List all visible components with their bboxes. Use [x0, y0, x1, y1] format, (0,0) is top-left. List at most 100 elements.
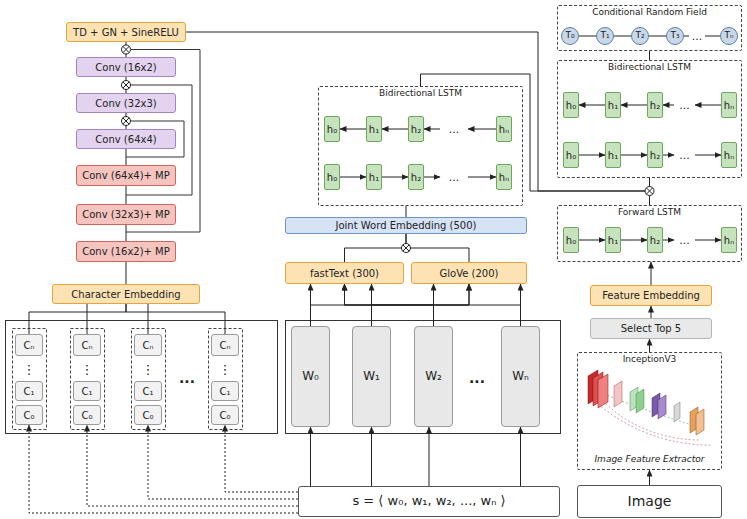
- crf-node: T₂: [631, 27, 649, 45]
- node-label: fastText (300): [310, 268, 379, 279]
- node-label: h₂: [650, 100, 660, 111]
- layer-slab: [598, 374, 608, 408]
- char-box: C₀: [211, 405, 239, 425]
- connector: [621, 155, 647, 156]
- node-label: Bidirectional LSTM: [558, 63, 741, 73]
- lstm-panel: Forward LSTMh₀h₁h₂hₙ: [557, 205, 742, 262]
- node-label: h₁: [369, 124, 379, 135]
- conv-box: Conv (32x3): [76, 93, 176, 113]
- sequence-stroke: [695, 240, 721, 241]
- node-label: h₀: [327, 172, 337, 183]
- word-box: Wₙ: [501, 326, 540, 427]
- node-label: h₁: [608, 100, 618, 111]
- layer-slab: [674, 402, 680, 422]
- connector: [579, 155, 605, 156]
- connector: [651, 262, 652, 285]
- connector: [406, 234, 469, 262]
- sequence-stroke: [695, 105, 721, 106]
- cnn-illustration: [588, 370, 712, 445]
- node-label: C₁: [220, 386, 231, 397]
- connector: [649, 51, 650, 60]
- character-column: [209, 329, 243, 430]
- node-label: Forward LSTM: [558, 208, 741, 218]
- node-label: hₙ: [724, 235, 734, 246]
- ellipsis-label: ⋮: [81, 363, 94, 376]
- char-box: C₁: [211, 381, 239, 401]
- connector: [87, 425, 298, 506]
- crf-node: T₁: [596, 27, 614, 45]
- lstm-cell: h₂: [647, 227, 663, 253]
- node-label: W₂: [425, 370, 442, 383]
- lstm-cell: h₁: [605, 142, 621, 168]
- lstm-cell: h₀: [324, 164, 340, 190]
- lstm-cell: hₙ: [496, 116, 512, 142]
- lstm-cell: hₙ: [721, 227, 737, 253]
- character-column: [132, 329, 166, 430]
- ellipsis-label: ⋮: [142, 363, 155, 376]
- layer-slab: [696, 409, 704, 435]
- node-label: Joint Word Embedding (500): [336, 220, 477, 231]
- node-label: hₙ: [499, 124, 509, 135]
- ellipsis-label: ⋮: [23, 363, 36, 376]
- connector: [579, 36, 596, 37]
- connector: [614, 36, 631, 37]
- node-label: Conv (16x2): [95, 62, 156, 73]
- lstm-panel: Bidirectional LSTMh₀h₁h₂hₙh₀h₁h₂hₙ: [318, 86, 523, 206]
- conv-box: Conv (64x4): [76, 129, 176, 149]
- concat-symbol: [122, 81, 131, 90]
- char-box: C₁: [134, 381, 162, 401]
- sequence-stroke: [663, 155, 674, 156]
- node-label: h₂: [650, 150, 660, 161]
- sequence-stroke: [705, 36, 720, 37]
- embedding-box: Character Embedding: [52, 284, 200, 304]
- lstm-cell: h₂: [647, 92, 663, 118]
- ellipsis-label: ...: [679, 235, 690, 246]
- node-label: h₁: [369, 172, 379, 183]
- ellipsis-label: ...: [469, 371, 485, 385]
- process-box: TD + GN + SineRELU: [66, 22, 186, 42]
- concat-symbol: [122, 45, 131, 54]
- layer-slab: [636, 389, 644, 413]
- connector: [345, 284, 521, 326]
- connector: [29, 425, 298, 513]
- lstm-cell: hₙ: [496, 164, 512, 190]
- node-label: h₁: [608, 150, 618, 161]
- connector: [520, 284, 521, 326]
- node-label: s = ⟨ w₀, w₁, w₂, ..., wₙ ⟩: [352, 494, 505, 508]
- sequence-stroke: [663, 240, 674, 241]
- connector: [310, 427, 311, 486]
- lstm-cell: h₁: [605, 227, 621, 253]
- embedding-box: Joint Word Embedding (500): [285, 217, 527, 234]
- node-label: Cₙ: [82, 340, 93, 351]
- node-label: Image: [628, 494, 672, 509]
- node-label: h₂: [650, 235, 660, 246]
- ellipsis-label: ...: [679, 100, 690, 111]
- node-label: Cₙ: [24, 340, 35, 351]
- word-box: W₀: [291, 326, 330, 427]
- ellipsis-label: ...: [449, 124, 460, 135]
- node-label: GloVe (200): [440, 268, 499, 279]
- char-box: C₁: [73, 381, 101, 401]
- connector: [382, 177, 408, 178]
- connector: [649, 339, 650, 352]
- connector: [340, 129, 366, 130]
- connector: [340, 177, 366, 178]
- node-label: C₁: [24, 386, 35, 397]
- sequence-stroke: [663, 105, 674, 106]
- node-label: Bidirectional LSTM: [319, 89, 522, 99]
- connector: [520, 427, 521, 486]
- ellipsis-label: ...: [449, 172, 460, 183]
- character-column: [71, 329, 105, 430]
- embedding-box: fastText (300): [285, 262, 404, 284]
- word-box: W₂: [414, 326, 453, 427]
- node-label: Conditional Random Field: [558, 8, 741, 18]
- lstm-cell: h₀: [563, 92, 579, 118]
- lstm-cell: hₙ: [721, 92, 737, 118]
- node-label: hₙ: [724, 100, 734, 111]
- lstm-cell: h₂: [408, 164, 424, 190]
- connector: [87, 304, 88, 334]
- lstm-cell: h₀: [324, 116, 340, 142]
- node-label: Conv (64x4): [95, 134, 156, 145]
- connector: [126, 304, 225, 334]
